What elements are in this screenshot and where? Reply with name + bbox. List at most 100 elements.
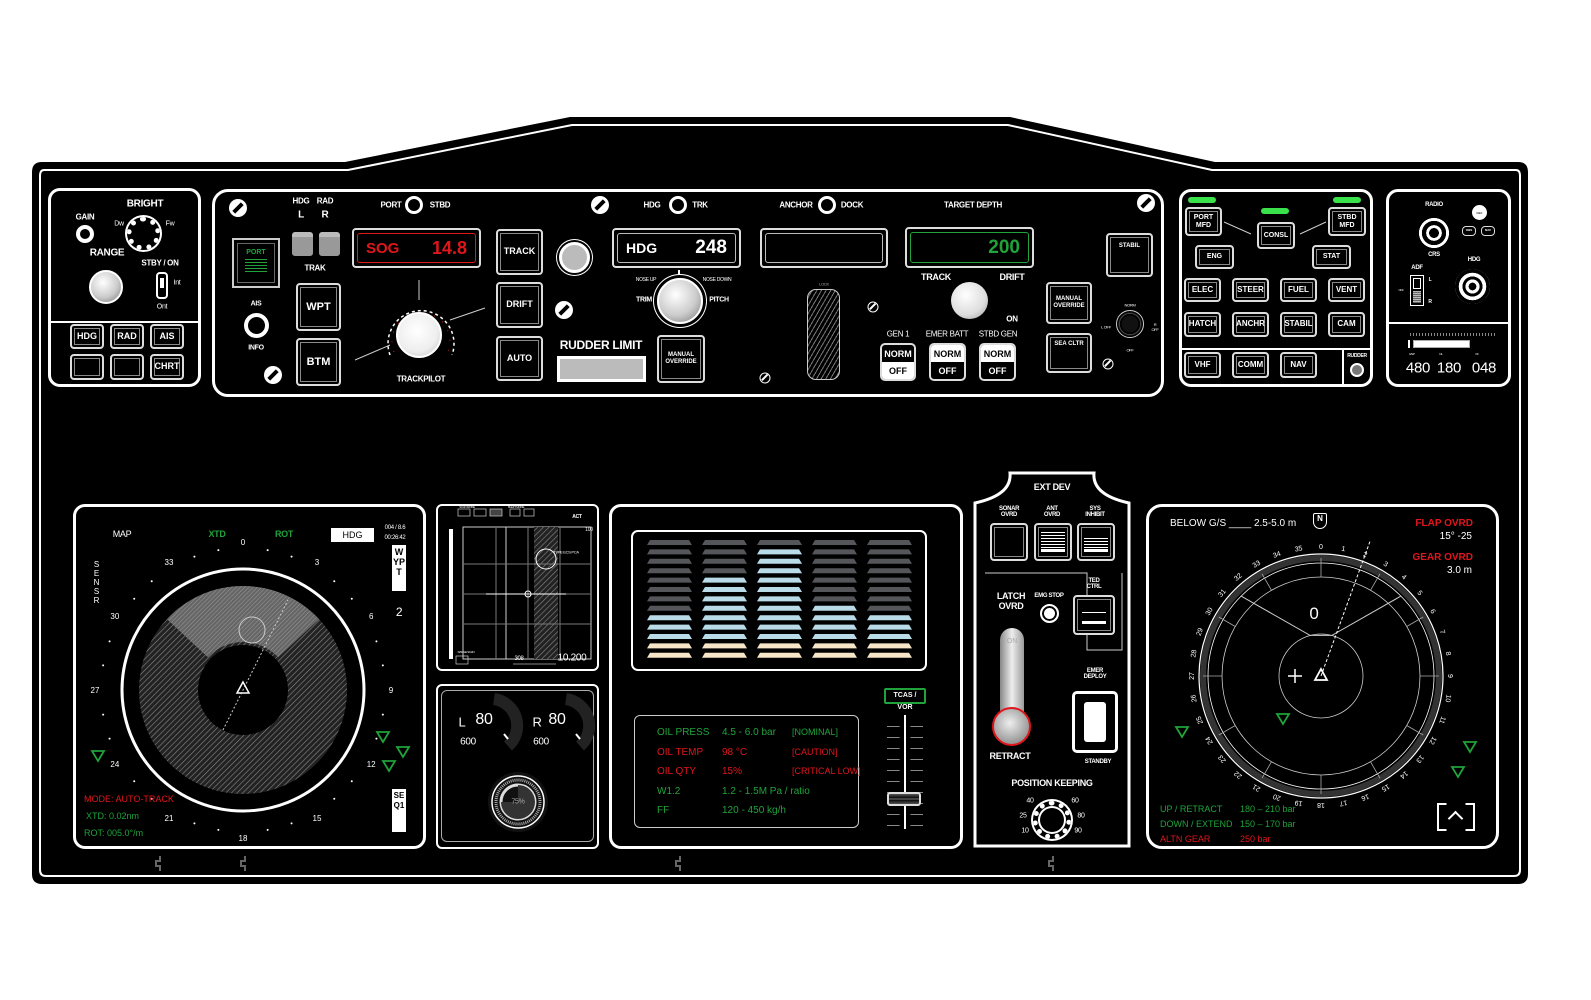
blank-button-2[interactable] <box>110 354 144 380</box>
hatch-button[interactable]: HATCH <box>1184 312 1221 337</box>
tcas-slider-thumb[interactable] <box>887 792 921 806</box>
bearing-label: 15 <box>313 814 322 823</box>
sys-inhibit-button[interactable] <box>1077 523 1115 561</box>
trim-pitch-knob[interactable] <box>657 278 703 324</box>
center-value: 0 <box>1309 604 1319 623</box>
anchr-button[interactable]: ANCHR <box>1232 312 1269 337</box>
ref-knob[interactable]: REF <box>1472 205 1487 220</box>
rad-button[interactable]: RAD <box>110 324 144 349</box>
radio-crs-knob[interactable] <box>1417 216 1451 250</box>
rudder-knob[interactable] <box>1350 363 1364 377</box>
port-mfd-button[interactable]: PORT MFD <box>1185 207 1222 236</box>
elec-button[interactable]: ELEC <box>1184 278 1221 302</box>
latch-lever-knob[interactable] <box>992 707 1031 746</box>
range-knob[interactable] <box>89 270 123 304</box>
xtd-tab[interactable]: XTD <box>208 529 226 539</box>
fuel-button[interactable]: FUEL <box>1280 278 1317 302</box>
sea-cltr-button[interactable]: SEA CLTR <box>1046 333 1092 373</box>
vhf-button[interactable]: VHF <box>1184 352 1221 378</box>
hdg-button[interactable]: HDG <box>70 324 104 349</box>
hdg-sel-label: HDG <box>643 200 661 210</box>
lever-slot[interactable] <box>807 289 840 380</box>
grey-push-button[interactable] <box>559 242 590 273</box>
emg-stop-button[interactable] <box>1040 604 1059 623</box>
rot-tab[interactable]: ROT <box>274 529 294 539</box>
bearing-label: 31 <box>1217 588 1227 599</box>
bearing-label: 1 <box>1341 546 1346 554</box>
wpt-button[interactable]: WPT <box>296 283 341 331</box>
drift-button[interactable]: DRIFT <box>496 282 543 328</box>
bright-knob[interactable] <box>127 217 160 250</box>
outer-ring <box>1198 553 1444 799</box>
stabil-mfd-button[interactable]: STABIL <box>1280 312 1317 337</box>
obs-button[interactable]: OBS <box>1462 226 1476 236</box>
bearing-tick <box>150 797 153 800</box>
wypt-button[interactable]: WYPT <box>392 545 406 591</box>
bearing-label: 27 <box>91 686 100 695</box>
ted-ctrl-button[interactable] <box>1073 595 1115 635</box>
hdg-radio-knob[interactable] <box>1455 269 1490 304</box>
joystick[interactable] <box>1116 310 1144 338</box>
chrt-button[interactable]: CHRT <box>150 354 184 380</box>
targeting-scope[interactable] <box>436 504 599 671</box>
trackpilot-knob[interactable] <box>396 312 442 358</box>
hdg-trk-selector[interactable] <box>669 196 687 214</box>
bearing-label: 16 <box>1360 792 1370 801</box>
sonar-ovrd-button[interactable] <box>990 523 1028 561</box>
joystick-off-label: OFF <box>1126 347 1134 353</box>
heading-line <box>222 599 289 731</box>
ais-button[interactable]: AIS <box>150 324 184 349</box>
hdg-l-toggle[interactable] <box>292 232 313 256</box>
comm-button[interactable]: COMM <box>1232 352 1269 378</box>
vent-button[interactable]: VENT <box>1328 278 1365 302</box>
stat-button[interactable]: STAT <box>1312 245 1351 269</box>
cam-button[interactable]: CAM <box>1328 312 1365 337</box>
target-marker <box>238 616 266 644</box>
waypoint-number[interactable]: 2 <box>395 605 403 619</box>
manual-override-button[interactable]: MANUAL OVERRIDE <box>657 335 705 383</box>
btm-button[interactable]: BTM <box>296 338 341 386</box>
readout-label: FF <box>1475 352 1479 356</box>
track-button[interactable]: TRACK <box>496 229 543 275</box>
blank-button-1[interactable] <box>70 354 104 380</box>
eng-button[interactable]: ENG <box>1195 245 1234 269</box>
port-label: PORT <box>380 200 402 210</box>
meter-segment <box>757 558 802 564</box>
stby-toggle[interactable] <box>156 272 168 299</box>
depth-drift-label: DRIFT <box>999 272 1025 282</box>
gear-ovrd-label: GEAR OVRD <box>1412 552 1473 563</box>
adf-switch[interactable] <box>1410 275 1424 306</box>
rad-r-toggle[interactable] <box>319 232 340 256</box>
nav-small-button[interactable]: NAV <box>1481 226 1495 236</box>
map-tab[interactable]: MAP <box>112 529 132 539</box>
stabil-button[interactable]: STABIL <box>1106 233 1153 277</box>
consl-button[interactable]: CONSL <box>1257 222 1295 249</box>
ant-ovrd-button[interactable] <box>1034 523 1072 561</box>
port-indicator[interactable]: PORT <box>232 238 280 288</box>
stbd-mfd-button[interactable]: STBD MFD <box>1328 207 1366 236</box>
seq-button[interactable]: SEQ1 <box>392 789 406 832</box>
tcas-vor-button[interactable]: TCAS / VOR <box>884 688 926 711</box>
emer-deploy-button[interactable] <box>1072 691 1118 753</box>
gain-knob[interactable] <box>76 225 94 243</box>
nav-button[interactable]: NAV <box>1280 352 1317 378</box>
on-label: ON <box>1006 638 1018 645</box>
manual-override-2-button[interactable]: MANUAL OVERRIDE <box>1046 282 1092 324</box>
ais-info-knob[interactable] <box>244 313 269 338</box>
meter-segment <box>812 558 857 564</box>
readout-label: DL <box>1439 352 1443 356</box>
port-stbd-selector[interactable] <box>405 196 423 214</box>
radio-panel <box>1386 189 1511 387</box>
track-drift-knob[interactable] <box>951 282 988 319</box>
auto-button[interactable]: AUTO <box>496 336 543 381</box>
range-label: RANGE <box>89 247 125 259</box>
hdg-tab[interactable]: HDG <box>331 528 374 542</box>
position-keeping-knob[interactable] <box>1033 801 1071 839</box>
steer-button[interactable]: STEER <box>1232 278 1269 302</box>
anchor-dock-selector[interactable] <box>818 196 836 214</box>
